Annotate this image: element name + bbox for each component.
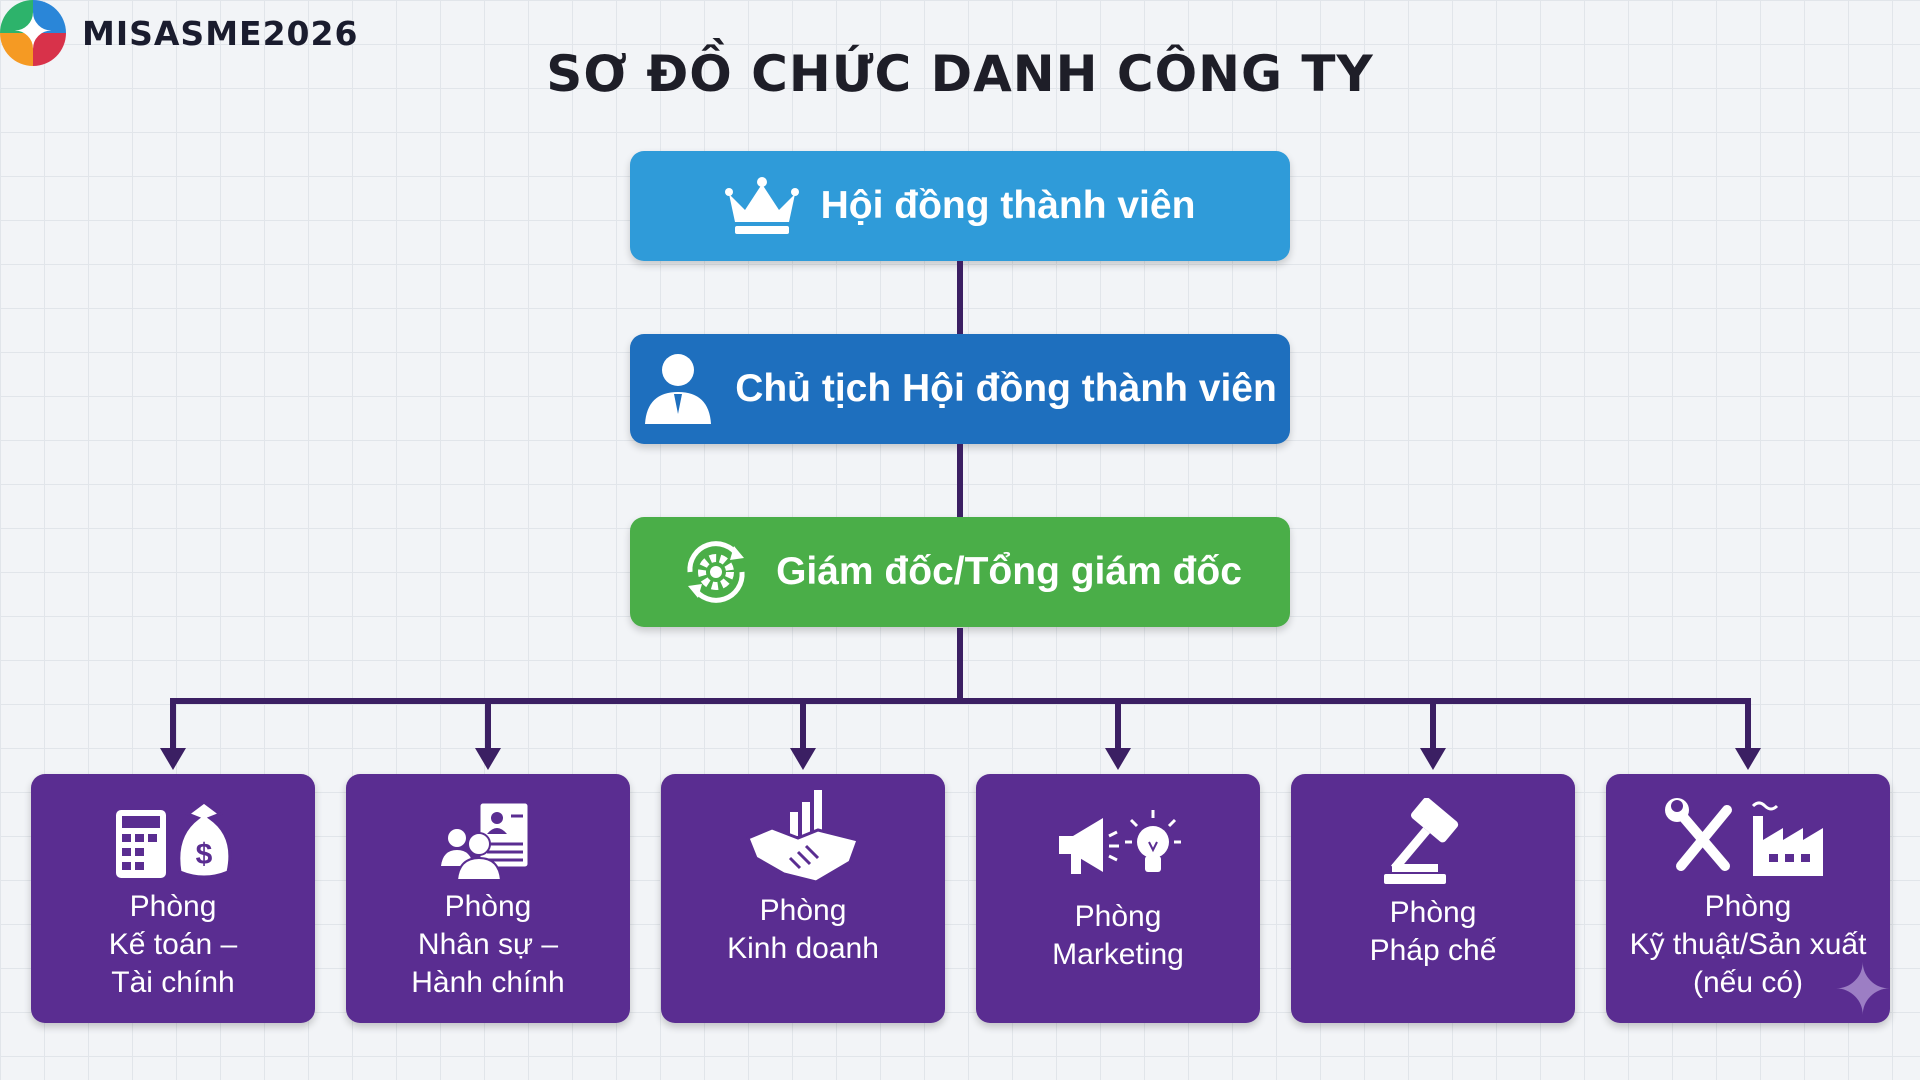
megaphone-lightbulb-icon <box>1059 810 1181 874</box>
people-document-icon <box>441 800 531 881</box>
drop-connector <box>1745 698 1751 752</box>
dept-label-line: Tài chính <box>111 966 235 999</box>
calculator-moneybag-icon: $ <box>116 800 232 879</box>
dept-label-line: Kinh doanh <box>727 932 879 965</box>
dept-label-line: Phòng <box>1389 896 1477 929</box>
gavel-icon <box>1384 798 1459 884</box>
logo: MISASME2026 <box>0 0 358 66</box>
dept-label-line: Pháp chế <box>1369 934 1497 967</box>
gear-cycle-icon <box>687 541 745 603</box>
logo-text: MISASME2026 <box>82 13 359 53</box>
dept-label-line: Kỹ thuật/Sản xuất <box>1629 928 1867 961</box>
dept-label-line: Phòng <box>759 894 847 927</box>
dept-ke-toan: $ Phòng Kế toán – Tài chính <box>31 774 315 1023</box>
dept-label-line: Kế toán – <box>108 928 238 961</box>
svg-text:$: $ <box>196 838 213 871</box>
connector-2 <box>957 444 963 517</box>
arrow-down-icon <box>475 748 501 770</box>
dept-label-line: (nếu có) <box>1692 966 1804 999</box>
crown-icon <box>724 177 799 234</box>
dept-label-line: Phòng <box>1074 900 1162 933</box>
handshake-chart-icon <box>746 790 860 884</box>
drop-connector <box>1430 698 1436 752</box>
node-label: Giám đốc/Tổng giám đốc <box>776 550 1242 593</box>
connector-3 <box>957 628 963 703</box>
drop-connector <box>800 698 806 752</box>
arrow-down-icon <box>1735 748 1761 770</box>
dept-ky-thuat: Phòng Kỹ thuật/Sản xuất (nếu có) ✦ <box>1606 774 1892 1029</box>
dept-label-line: Phòng <box>129 890 217 923</box>
dept-label-line: Nhân sự – <box>417 928 559 961</box>
arrow-down-icon <box>160 748 186 770</box>
connector-horizontal <box>170 698 1750 704</box>
connector-1 <box>957 261 963 334</box>
person-icon <box>645 354 712 424</box>
tools-factory-icon <box>1665 798 1823 876</box>
page-title: SƠ ĐỒ CHỨC DANH CÔNG TY <box>546 45 1374 103</box>
dept-label-line: Marketing <box>1052 938 1184 971</box>
node-label: Hội đồng thành viên <box>820 184 1196 227</box>
drop-connector <box>170 698 176 752</box>
arrow-down-icon <box>1420 748 1446 770</box>
arrow-down-icon <box>1105 748 1131 770</box>
node-giam-doc: Giám đốc/Tổng giám đốc <box>630 517 1290 627</box>
node-hoi-dong-thanh-vien: Hội đồng thành viên <box>630 151 1290 261</box>
drop-connector <box>1115 698 1121 752</box>
sparkle-watermark-icon: ✦ <box>1833 951 1892 1029</box>
dept-label-line: Phòng <box>1704 890 1792 923</box>
logo-star-icon <box>0 0 66 66</box>
node-chu-tich: Chủ tịch Hội đồng thành viên <box>630 334 1290 444</box>
node-label: Chủ tịch Hội đồng thành viên <box>735 367 1277 410</box>
arrow-down-icon <box>790 748 816 770</box>
dept-label-line: Hành chính <box>411 966 565 999</box>
drop-connector <box>485 698 491 752</box>
dept-label-line: Phòng <box>444 890 532 923</box>
